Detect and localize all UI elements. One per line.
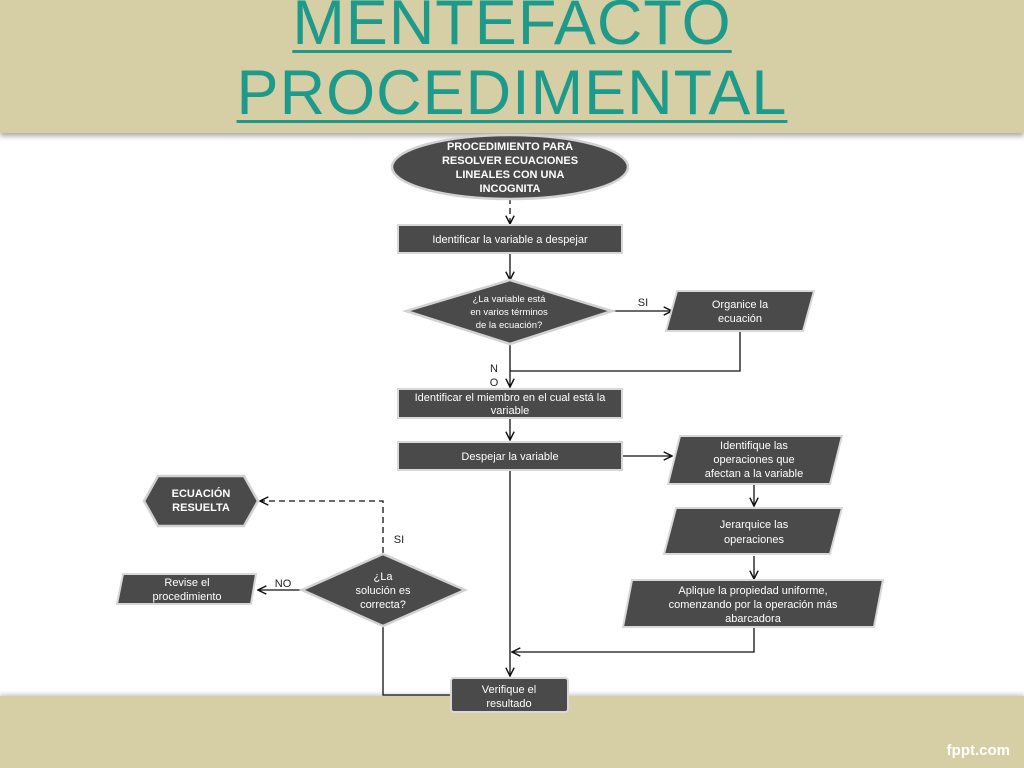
node-verify-line-1: Verifique el bbox=[482, 684, 536, 696]
edge-correct-yes-to-solved bbox=[260, 501, 384, 553]
edge-label-yes-correct: SI bbox=[394, 534, 404, 546]
node-rank-ops-line-1: Jerarquice las bbox=[720, 519, 789, 531]
node-verify: Verifique el resultado bbox=[450, 677, 569, 713]
edge-label-no-terms-1: N bbox=[490, 363, 498, 375]
edge-label-no-correct: NO bbox=[275, 578, 292, 590]
node-organize: Organice la ecuación bbox=[664, 290, 816, 332]
node-start-line-1: PROCEDIMIENTO PARA bbox=[447, 141, 573, 153]
edge-verify-to-decision bbox=[383, 606, 451, 696]
node-decision-correct: ¿La solución es correcta? bbox=[298, 552, 469, 628]
node-identify-ops-line-3: afectan a la variable bbox=[705, 468, 803, 480]
node-apply-property: Aplique la propiedad uniforme, comenzand… bbox=[621, 579, 885, 628]
slide-title-line-2: PROCEDIMENTAL bbox=[236, 58, 788, 128]
edge-label-no-terms-2: O bbox=[490, 377, 499, 389]
node-organize-line-2: ecuación bbox=[718, 313, 762, 325]
node-decision-terms: ¿La variable está en varios términos de … bbox=[401, 278, 617, 346]
node-decision-correct-line-3: correcta? bbox=[360, 599, 406, 611]
node-solved-line-1: ECUACIÓN bbox=[172, 487, 231, 500]
node-identify-ops-line-2: operaciones que bbox=[713, 454, 794, 466]
node-verify-line-2: resultado bbox=[486, 698, 531, 710]
node-solved: ECUACIÓN RESUELTA bbox=[142, 474, 260, 528]
node-review-line-1: Revise el bbox=[164, 577, 209, 589]
node-start-line-2: RESOLVER ECUACIONES bbox=[442, 155, 578, 167]
watermark: fppt.com bbox=[946, 742, 1010, 759]
node-decision-terms-line-1: ¿La variable está bbox=[473, 294, 547, 305]
node-decision-correct-line-2: solución es bbox=[355, 585, 411, 597]
node-identify-variable: Identificar la variable a despejar bbox=[397, 224, 623, 254]
node-review: Revise el procedimiento bbox=[115, 573, 258, 605]
node-isolate-text: Despejar la variable bbox=[461, 451, 558, 463]
node-review-line-2: procedimiento bbox=[152, 591, 221, 603]
node-identify-ops: Identifique las operaciones que afectan … bbox=[666, 435, 844, 485]
node-identify-member-line-2: variable bbox=[491, 405, 530, 417]
node-start-line-3: LINEALES CON UNA bbox=[456, 169, 565, 181]
node-apply-property-line-3: abarcadora bbox=[725, 613, 782, 625]
node-start-line-4: INCOGNITA bbox=[480, 183, 541, 195]
node-rank-ops-line-2: operaciones bbox=[724, 534, 784, 546]
node-apply-property-line-2: comenzando por la operación más bbox=[669, 599, 838, 611]
node-apply-property-line-1: Aplique la propiedad uniforme, bbox=[678, 585, 827, 597]
edge-organize-back bbox=[510, 331, 741, 372]
node-identify-member: Identificar el miembro en el cual está l… bbox=[397, 388, 623, 419]
slide-title-line-1: MENTEFACTO bbox=[292, 0, 732, 58]
node-isolate: Despejar la variable bbox=[397, 441, 623, 471]
slide-title: MENTEFACTO PROCEDIMENTAL bbox=[0, 0, 1024, 128]
title-band bbox=[0, 0, 1024, 133]
node-decision-terms-line-3: de la ecuación? bbox=[476, 320, 543, 331]
node-decision-terms-line-2: en varios términos bbox=[470, 307, 548, 318]
connectors bbox=[258, 198, 755, 696]
node-solved-line-2: RESUELTA bbox=[172, 502, 230, 514]
node-rank-ops: Jerarquice las operaciones bbox=[662, 507, 844, 555]
edge-apply-back bbox=[512, 628, 755, 652]
node-identify-member-line-1: Identificar el miembro en el cual está l… bbox=[415, 392, 607, 404]
edge-label-yes-terms: SI bbox=[638, 297, 648, 309]
node-decision-correct-line-1: ¿La bbox=[374, 571, 394, 583]
node-identify-variable-text: Identificar la variable a despejar bbox=[432, 234, 588, 246]
node-organize-line-1: Organice la bbox=[712, 299, 769, 311]
node-identify-ops-line-1: Identifique las bbox=[720, 440, 788, 452]
node-start: PROCEDIMIENTO PARA RESOLVER ECUACIONES L… bbox=[390, 133, 630, 201]
